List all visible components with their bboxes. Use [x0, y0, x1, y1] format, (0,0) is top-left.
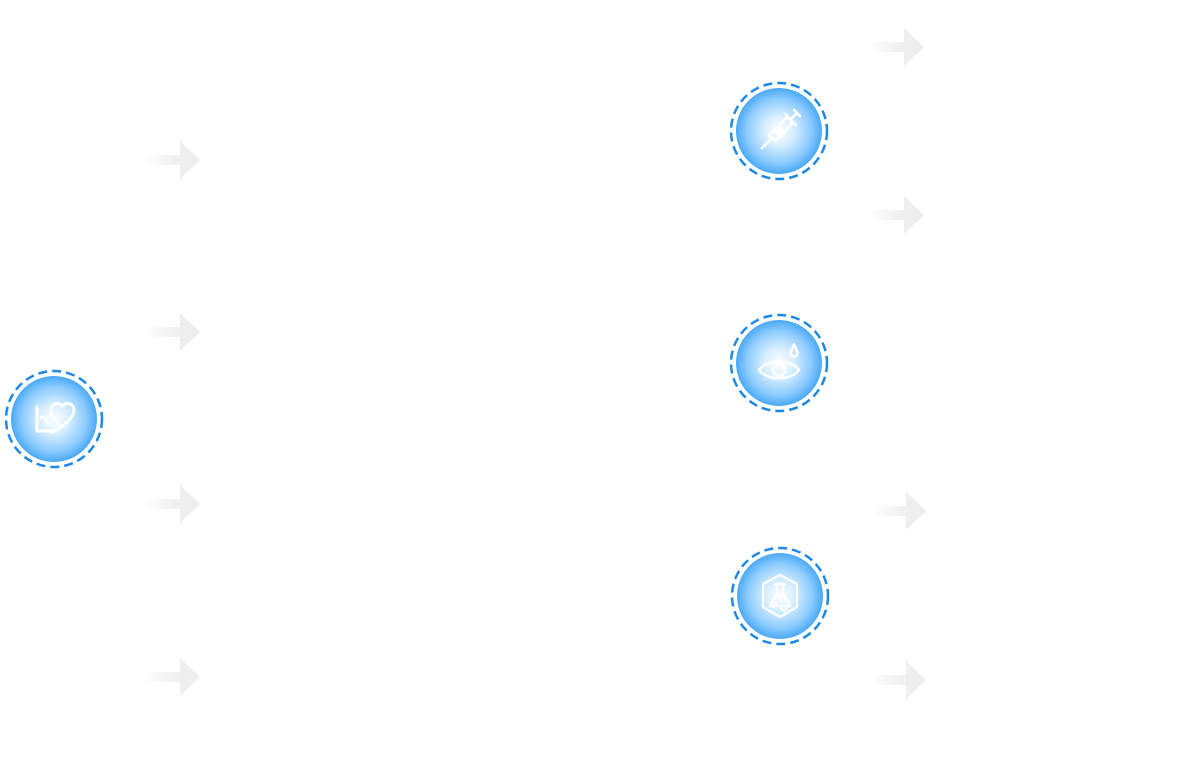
right-arrow-2	[864, 194, 926, 236]
right-arrow-3	[866, 490, 928, 532]
lab-node	[730, 546, 830, 646]
right-arrow-1	[864, 26, 926, 68]
dashed-ring	[729, 81, 829, 181]
eye-care-node	[729, 313, 829, 413]
dashed-ring	[730, 546, 830, 646]
dashed-ring	[729, 313, 829, 413]
heart-hand-icon	[35, 401, 76, 434]
flask-icon	[761, 573, 799, 619]
injection-node	[729, 81, 829, 181]
left-arrow-3	[140, 483, 202, 525]
left-arrow-1	[140, 139, 202, 181]
left-arrow-2	[140, 311, 202, 353]
eye-drop-icon	[757, 343, 801, 380]
orb-fill	[736, 88, 822, 174]
dashed-ring	[4, 369, 104, 469]
right-arrow-4	[866, 659, 928, 701]
orb-fill	[737, 553, 823, 639]
syringe-icon	[760, 108, 802, 150]
care-node	[4, 369, 104, 469]
left-arrow-4	[140, 656, 202, 698]
